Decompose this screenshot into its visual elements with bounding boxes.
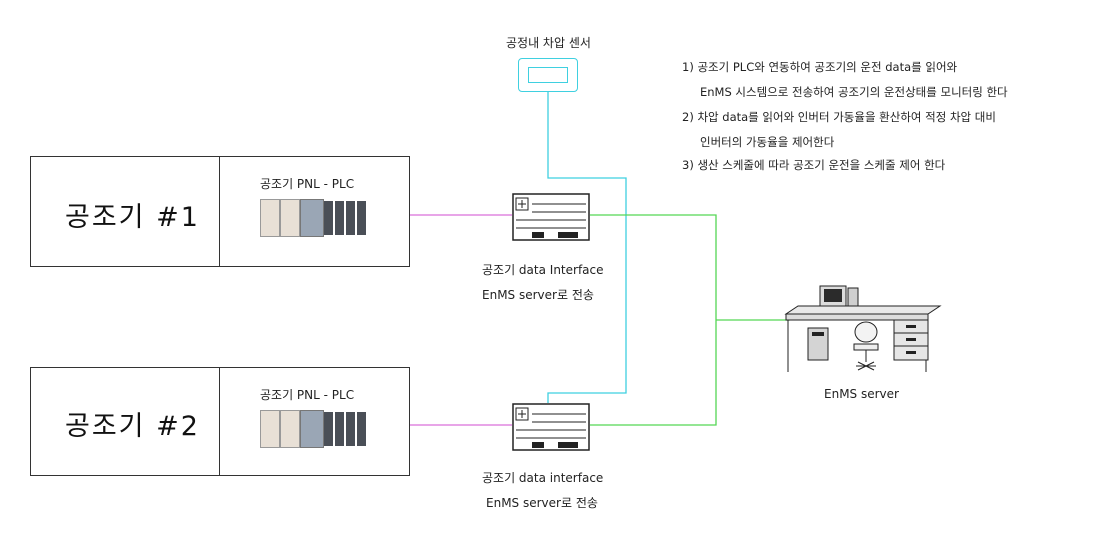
sensor-link	[547, 92, 627, 403]
interface-2-label: 공조기 data interface	[482, 471, 604, 485]
note-3: 3) 생산 스케줄에 따라 공조기 운전을 스케줄 제어 한다	[682, 158, 946, 172]
ahu-2-panel-box: 공조기 PNL - PLC	[219, 367, 410, 476]
ahu-1-panel-box: 공조기 PNL - PLC	[219, 156, 410, 267]
note-1-cont: EnMS 시스템으로 전송하여 공조기의 운전상태를 모니터링 한다	[700, 85, 1008, 99]
interface-1-label: 공조기 data Interface	[482, 263, 604, 277]
server-desk-icon	[778, 282, 943, 374]
ahu-2-panel-label: 공조기 PNL - PLC	[260, 388, 355, 402]
ahu-1-panel-label: 공조기 PNL - PLC	[260, 177, 355, 191]
ahu-2-title: 공조기 #2	[65, 411, 200, 442]
ahu-2-title-box: 공조기 #2	[30, 367, 220, 476]
interface-plc-icon	[512, 400, 590, 452]
ahu-1-title-box: 공조기 #1	[30, 156, 220, 267]
interface-plc-icon	[512, 190, 590, 242]
server-label: EnMS server	[824, 387, 899, 401]
pressure-sensor-icon	[518, 58, 578, 92]
plc-rack-icon	[260, 199, 368, 237]
note-2-cont: 인버터의 가동율을 제어한다	[700, 135, 835, 149]
note-1: 1) 공조기 PLC와 연동하여 공조기의 운전 data를 읽어와	[682, 60, 958, 74]
interface-1-sub: EnMS server로 전송	[482, 288, 594, 302]
note-2: 2) 차압 data를 읽어와 인버터 가동율을 환산하여 적정 차압 대비	[682, 110, 996, 124]
sensor-label: 공정내 차압 센서	[506, 36, 591, 50]
plc-rack-icon	[260, 410, 368, 448]
ahu-1-title: 공조기 #1	[65, 202, 200, 233]
interface-2-sub: EnMS server로 전송	[486, 496, 598, 510]
